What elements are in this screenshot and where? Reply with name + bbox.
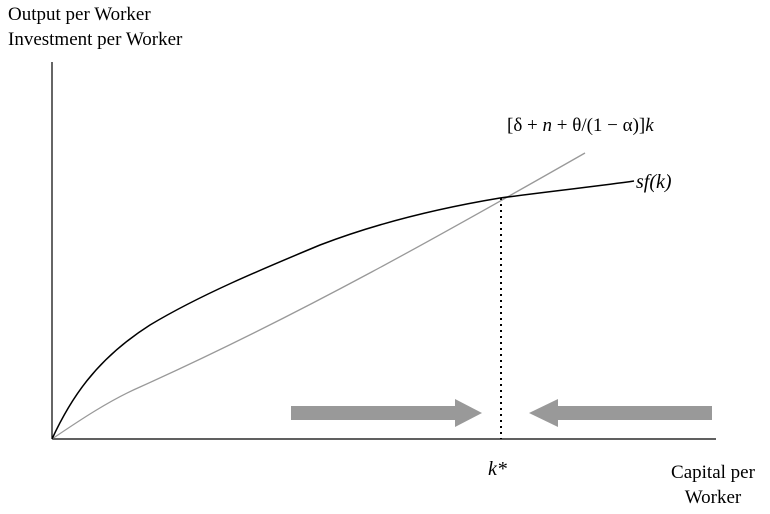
steady-state-label: k*: [488, 458, 507, 480]
y-axis-label-line2: Investment per Worker: [8, 29, 183, 50]
investment-line-label-suffix: + θ/(1 − α)]: [552, 115, 646, 136]
investment-line-label-prefix: [δ +: [507, 115, 543, 136]
x-axis-label-line1: Capital per: [671, 462, 755, 483]
x-axis-label-line2: Worker: [684, 487, 742, 508]
right-arrow-icon: [291, 399, 482, 427]
investment-line-label: [δ + n + θ/(1 − α)]k: [507, 115, 654, 137]
y-axis-label: Output per Worker Investment per Worker: [8, 2, 182, 52]
investment-line-label-n: n: [542, 115, 553, 136]
left-arrow-icon: [529, 399, 712, 427]
y-axis-label-line1: Output per Worker: [8, 4, 151, 25]
production-curve-label: sf(k): [636, 171, 672, 193]
investment-line: [51, 152, 586, 440]
investment-line-label-k: k: [645, 115, 654, 136]
x-axis-label: Capital per Worker: [658, 460, 768, 510]
production-curve: [51, 180, 635, 440]
